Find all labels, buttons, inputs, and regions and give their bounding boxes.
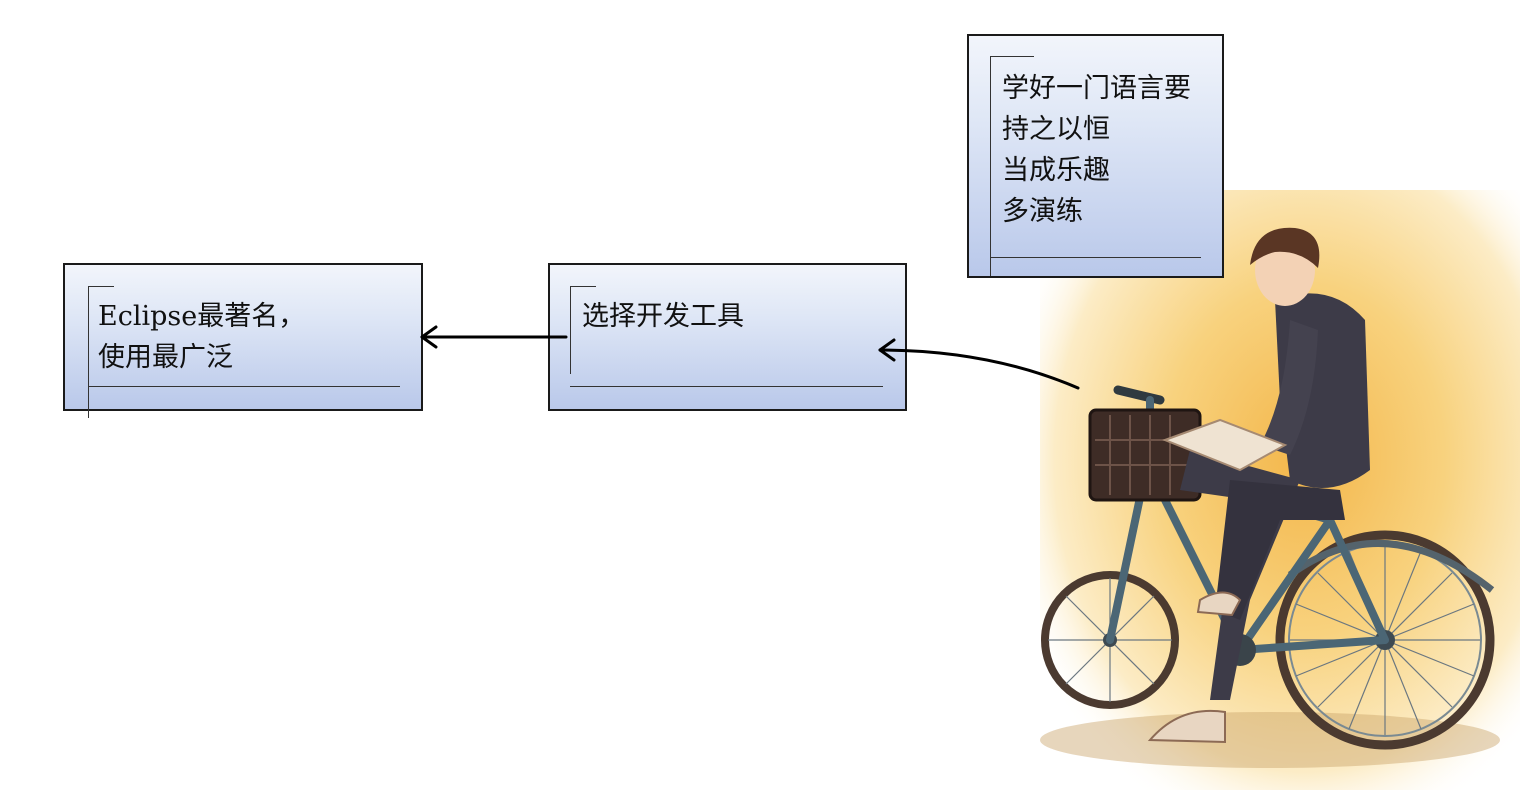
note-line: Eclipse最著名， [98,301,306,332]
note-line: 持之以恒 [1002,114,1110,145]
note-box-choose-tool: 选择开发工具 [548,263,907,411]
note-line: 当成乐趣 [1002,155,1110,186]
rider [1147,227,1370,744]
front-basket [1088,408,1202,502]
note-line: 多演练 [1002,196,1083,227]
ground-shadow [1040,712,1500,768]
note-line: 选择开发工具 [582,301,744,332]
note-box-study-advice: 学好一门语言要 持之以恒 当成乐趣 多演练 [967,34,1224,278]
note-line: 使用最广泛 [98,342,233,373]
note-box-eclipse: Eclipse最著名， 使用最广泛 [63,263,423,418]
note-line: 学好一门语言要 [1002,73,1191,104]
